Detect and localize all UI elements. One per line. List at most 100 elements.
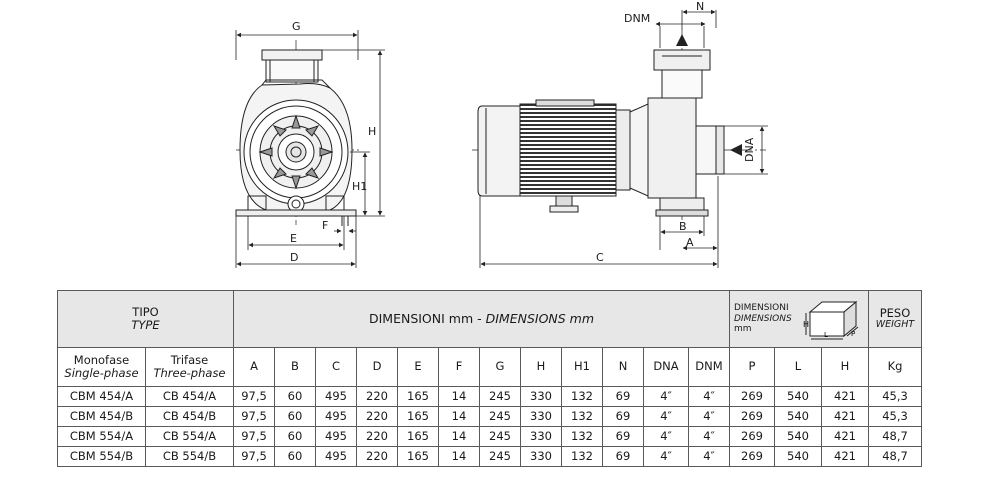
dimension-cell: 245 (479, 406, 521, 427)
dimension-cell: 220 (356, 426, 398, 447)
col-header-L: L (774, 347, 822, 387)
col-header-F: F (438, 347, 480, 387)
packaging-cell: 269 (729, 386, 775, 407)
model-three-phase-cell: CB 454/B (145, 406, 234, 427)
dimension-cell: 330 (520, 386, 562, 407)
packaging-header: DIMENSIONI DIMENSIONS mm H L P (729, 290, 869, 348)
dim-label-B: B (679, 220, 687, 233)
dimension-cell: 14 (438, 386, 480, 407)
dim-label-DNA: DNA (743, 137, 756, 162)
col-header-kg: Kg (868, 347, 922, 387)
col-header-B: B (274, 347, 316, 387)
dimensions-it-label: DIMENSIONI mm - (368, 310, 486, 326)
trifase-header: Trifase Three-phase (145, 347, 234, 387)
dimension-cell: 4″ (688, 386, 730, 407)
dimension-cell: 4″ (643, 386, 689, 407)
col-header-pack-H: H (821, 347, 869, 387)
dimension-cell: 60 (274, 386, 316, 407)
packaging-cell: 540 (774, 406, 822, 427)
dimension-cell: 97,5 (233, 426, 275, 447)
dim-label-D: D (290, 251, 298, 264)
dim-label-H: H (368, 125, 376, 138)
three-phase-label: Three-phase (153, 366, 226, 380)
packaging-cell: 421 (821, 406, 869, 427)
single-phase-label: Single-phase (64, 366, 139, 380)
package-box-icon: H L P (803, 300, 859, 340)
dimension-cell: 495 (315, 426, 357, 447)
model-three-phase-cell: CB 554/A (145, 426, 234, 447)
dimension-cell: 330 (520, 446, 562, 467)
dim-label-C: C (596, 251, 604, 264)
dimension-cell: 69 (602, 406, 644, 427)
dimension-cell: 165 (397, 426, 439, 447)
model-three-phase-cell: CB 554/B (145, 446, 234, 467)
dimension-cell: 330 (520, 426, 562, 447)
dimension-cell: 14 (438, 426, 480, 447)
outlet-flow-arrow (676, 34, 688, 46)
weight-label: WEIGHT (875, 319, 915, 331)
dimension-cell: 330 (520, 406, 562, 427)
packaging-unit-label: mm (734, 324, 752, 335)
dimension-cell: 245 (479, 446, 521, 467)
dimension-cell: 495 (315, 446, 357, 467)
box-label-L: L (824, 331, 828, 339)
dimension-cell: 495 (315, 406, 357, 427)
inlet-flow-arrow (730, 144, 742, 156)
dimension-cell: 220 (356, 386, 398, 407)
dimension-cell: 220 (356, 446, 398, 467)
dimension-cell: 14 (438, 446, 480, 467)
dimension-cell: 220 (356, 406, 398, 427)
packaging-cell: 421 (821, 386, 869, 407)
front-view-drawing (235, 40, 360, 226)
dimension-cell: 132 (561, 426, 603, 447)
model-single-phase-cell: CBM 454/A (57, 386, 146, 407)
monofase-header: Monofase Single-phase (57, 347, 146, 387)
side-view-drawing (472, 30, 766, 220)
specifications-table: TIPO TYPE DIMENSIONI mm - DIMENSIONS mm … (57, 290, 922, 467)
dimension-cell: 97,5 (233, 386, 275, 407)
monofase-label: Monofase (73, 352, 130, 367)
dim-label-H1: H1 (352, 180, 367, 193)
dimension-cell: 4″ (688, 406, 730, 427)
dimension-cell: 132 (561, 406, 603, 427)
col-header-H1: H1 (561, 347, 603, 387)
dim-label-A: A (686, 236, 694, 249)
dim-label-F: F (322, 219, 328, 232)
weight-header: PESO WEIGHT (868, 290, 922, 348)
col-header-DNA: DNA (643, 347, 689, 387)
dimension-cell: 60 (274, 446, 316, 467)
dimension-cell: 165 (397, 406, 439, 427)
dim-label-G: G (292, 20, 301, 33)
trifase-label: Trifase (170, 352, 209, 367)
col-header-G: G (479, 347, 521, 387)
weight-cell: 45,3 (868, 386, 922, 407)
dimension-cell: 4″ (643, 446, 689, 467)
packaging-cell: 269 (729, 446, 775, 467)
dimension-cell: 69 (602, 446, 644, 467)
dimensions-en-label: DIMENSIONS mm (485, 310, 595, 326)
dimension-cell: 245 (479, 386, 521, 407)
weight-cell: 45,3 (868, 406, 922, 427)
dim-label-N: N (696, 0, 704, 13)
technical-drawings: G H H1 E F D (235, 0, 768, 268)
packaging-cell: 269 (729, 426, 775, 447)
packaging-cell: 269 (729, 406, 775, 427)
tipo-label: TIPO (132, 304, 159, 319)
model-single-phase-cell: CBM 554/B (57, 446, 146, 467)
packaging-en-label: DIMENSIONS (734, 313, 792, 324)
dim-label-E: E (290, 232, 297, 245)
dimension-cell: 60 (274, 406, 316, 427)
dimension-cell: 4″ (643, 426, 689, 447)
model-single-phase-cell: CBM 454/B (57, 406, 146, 427)
dimension-cell: 132 (561, 386, 603, 407)
dimension-cell: 69 (602, 386, 644, 407)
packaging-cell: 540 (774, 426, 822, 447)
dimension-cell: 165 (397, 386, 439, 407)
type-label: TYPE (131, 318, 160, 332)
box-label-P: P (851, 330, 855, 338)
dimension-cell: 4″ (688, 426, 730, 447)
model-three-phase-cell: CB 454/A (145, 386, 234, 407)
